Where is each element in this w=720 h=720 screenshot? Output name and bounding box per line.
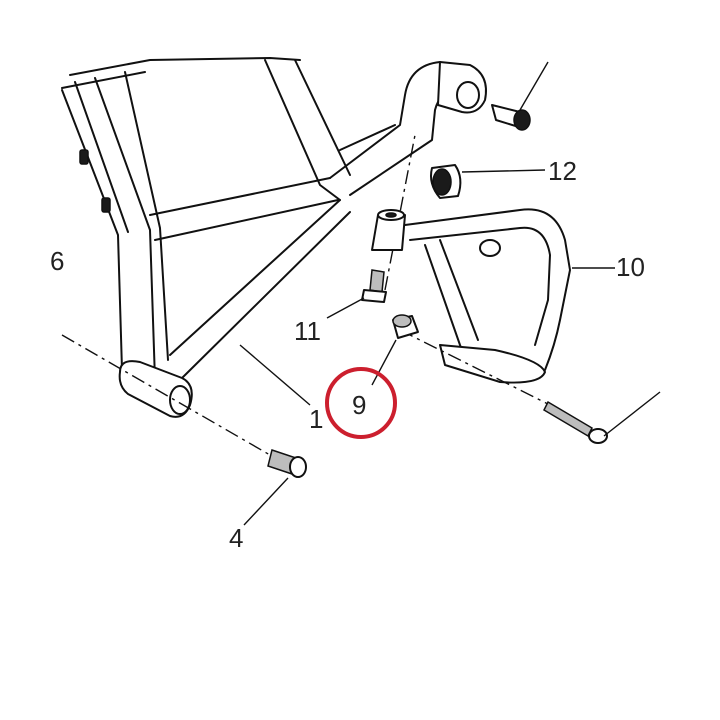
- callout-1: 1: [309, 404, 323, 434]
- frame-right-tube-a: [264, 59, 341, 201]
- assembly-axes: [61, 134, 561, 456]
- bracket-outer-edge: [404, 208, 571, 371]
- callout-9: 9: [352, 390, 366, 420]
- frame-diagonal-top: [169, 199, 341, 356]
- frame-crossbar-bottom: [154, 199, 339, 241]
- axis-pivot-bolt: [61, 334, 271, 456]
- top-bolt: [491, 104, 531, 131]
- highlight-circle: [325, 367, 397, 439]
- frame-right-tube-b: [294, 59, 351, 176]
- callout-10: 10: [616, 252, 645, 282]
- bracket-assembly: [404, 208, 571, 384]
- bracket-hole: [479, 239, 501, 257]
- frame-left-tube-outer: [61, 89, 123, 371]
- leader-11: [326, 297, 365, 319]
- leader-12: [461, 169, 546, 173]
- leader-9: [371, 339, 397, 386]
- frame-stud-lower: [101, 197, 111, 213]
- leader-1: [239, 344, 311, 406]
- part-9-spacer: [392, 314, 419, 339]
- frame-pivot-hole: [169, 385, 191, 415]
- frame-stud-upper: [79, 149, 89, 165]
- frame-upper-arm-c: [339, 124, 396, 151]
- callout-4: 4: [229, 523, 243, 553]
- part-11-screw: [361, 269, 387, 303]
- leader-4: [243, 477, 289, 526]
- axis-long-bolt: [399, 329, 561, 411]
- frame-diagonal-bottom: [179, 211, 351, 381]
- leader-top-bolt: [519, 61, 549, 111]
- frame-inner-tube-left: [94, 77, 156, 381]
- frame-left-tube-edge: [74, 81, 129, 233]
- callout-12: 12: [548, 156, 577, 186]
- part-4-bolt: [267, 449, 307, 478]
- spacer-sleeve: [371, 209, 406, 251]
- leader-long-bolt: [603, 391, 661, 437]
- frame-inner-tube-right: [124, 71, 169, 361]
- frame-upper-arm-a: [329, 61, 441, 179]
- part-12-bushing: [430, 164, 462, 199]
- frame-top-boss-hole: [456, 81, 480, 109]
- bracket-foot: [439, 344, 546, 384]
- frame-crossbar-top: [149, 177, 331, 216]
- leader-lines: [239, 61, 661, 526]
- long-bolt: [543, 400, 608, 444]
- bracket-left-leg-b: [439, 239, 479, 341]
- callout-6: 6: [50, 246, 64, 276]
- bracket-inner-edge: [409, 226, 551, 346]
- frame-top-edge: [69, 57, 301, 76]
- frame-assembly: [61, 57, 487, 418]
- callout-11: 11: [294, 316, 321, 346]
